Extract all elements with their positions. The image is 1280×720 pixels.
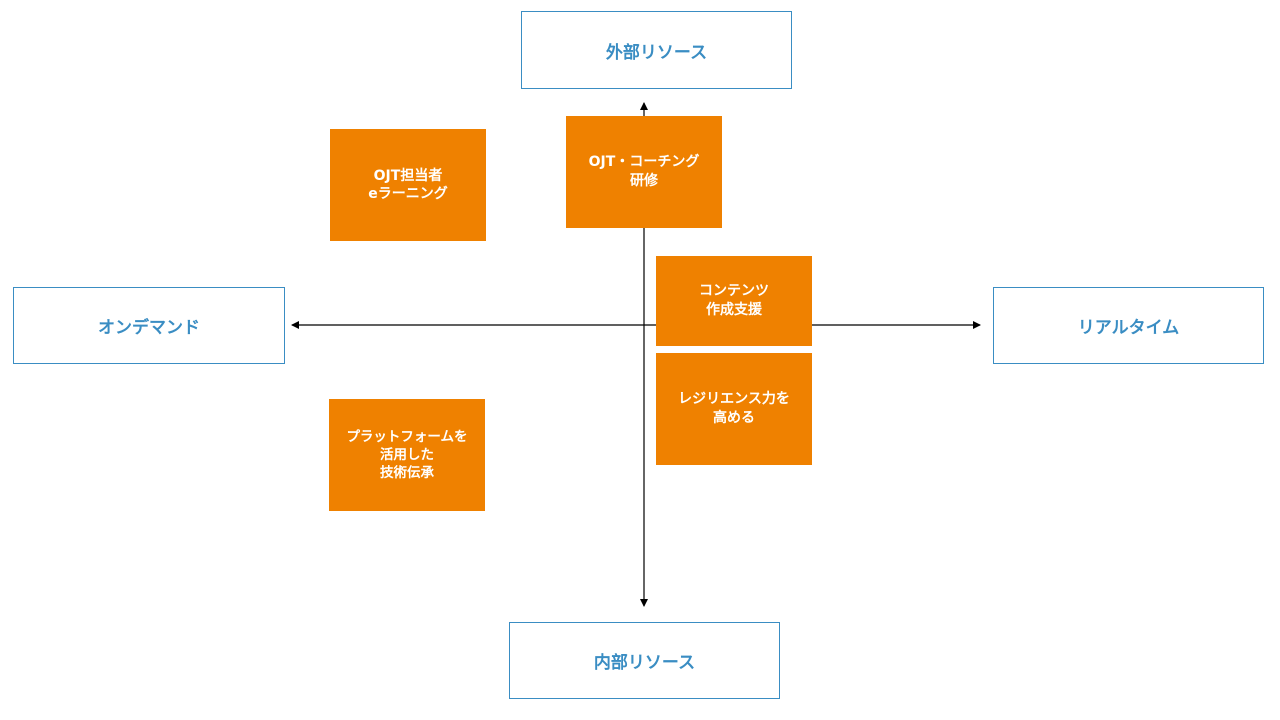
axis-label-real-time: リアルタイム [993,287,1264,364]
axis-label-text: リアルタイム [1077,318,1180,338]
item-platform-knowledge-transfer: プラットフォームを 活用した 技術伝承 [329,399,485,511]
axis-label-internal-resources: 内部リソース [509,622,780,699]
axis-label-external-resources: 外部リソース [521,11,792,89]
axis-label-text: オンデマンド [98,318,200,338]
item-resilience: レジリエンス力を 高める [656,353,812,465]
item-label: プラットフォームを 活用した 技術伝承 [346,429,468,481]
axis-label-on-demand: オンデマンド [13,287,285,364]
item-label: OJT・コーチング 研修 [588,154,700,189]
item-ojt-coaching: OJT・コーチング 研修 [566,116,722,228]
item-label: コンテンツ 作成支援 [699,283,769,318]
item-contents-support: コンテンツ 作成支援 [656,256,812,346]
item-label: レジリエンス力を 高める [678,391,790,426]
item-label: OJT担当者 eラーニング [368,168,448,202]
item-ojt-elearning: OJT担当者 eラーニング [330,129,486,241]
axis-label-text: 内部リソース [593,653,696,673]
axis-label-text: 外部リソース [605,42,708,63]
